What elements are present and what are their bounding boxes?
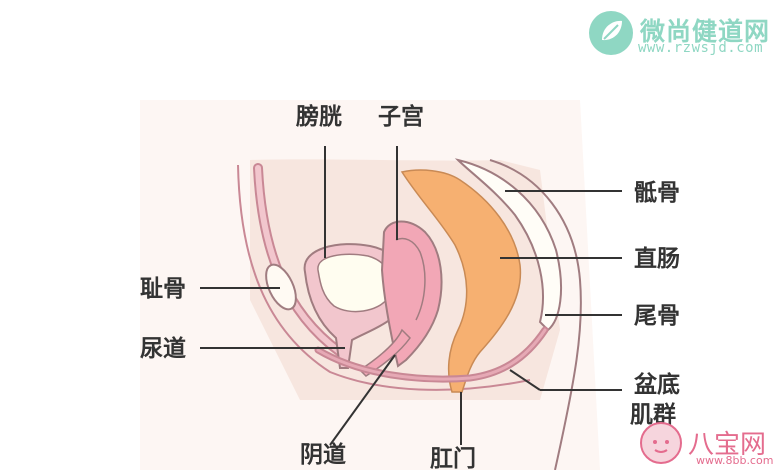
label-sacrum: 骶骨 <box>634 180 680 206</box>
vagina-shape <box>358 328 411 377</box>
watermark2-name: 八宝网 <box>688 430 767 460</box>
label-uterus: 子宫 <box>378 103 424 130</box>
watermark2-url: www.8bb.com <box>696 454 774 467</box>
watermark-name: 微尚健道网 <box>640 17 771 46</box>
label-vagina: 阴道 <box>300 441 346 468</box>
leader-vagina <box>329 354 396 446</box>
leader-pelvic-floor <box>509 369 541 391</box>
label-bladder: 膀胱 <box>296 103 342 130</box>
label-pubic-bone: 耻骨 <box>140 276 186 302</box>
uterus-shape <box>380 220 443 368</box>
leaf-logo-icon <box>589 11 633 55</box>
watermark-rzwsjd: 微尚健道网 www.rzwsjd.com <box>586 8 770 58</box>
pubic-bone-shape <box>265 263 297 311</box>
baby-face-logo-icon <box>640 422 682 464</box>
label-anus: 肛门 <box>430 445 476 470</box>
label-pelvic-floor-line1: 盆底 <box>634 371 680 398</box>
label-urethra: 尿道 <box>140 335 186 362</box>
watermark-url: www.rzwsjd.com <box>638 40 764 56</box>
leader-lines <box>200 146 622 446</box>
label-coccyx: 尾骨 <box>634 303 680 329</box>
rectum-shape <box>400 169 522 393</box>
watermark-8bb: 八宝网 www.8bb.com <box>632 416 774 470</box>
back-outline <box>489 159 582 470</box>
label-rectum: 直肠 <box>634 245 680 272</box>
